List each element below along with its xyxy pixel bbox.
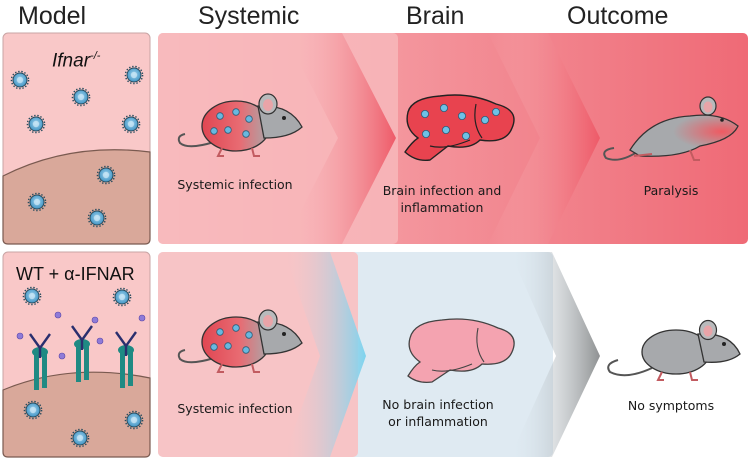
caption-systemic-row1: Systemic infection — [177, 177, 293, 192]
caption-outcome-row2: No symptoms — [627, 398, 715, 413]
header-outcome: Outcome — [567, 2, 669, 30]
caption-systemic-row2: Systemic infection — [177, 401, 293, 416]
header-brain: Brain — [406, 2, 465, 30]
arrow-brain-to-outcome-row2 — [510, 252, 600, 457]
infected-mouse-row1 — [177, 93, 303, 157]
caption-brain-row1: Brain infection and inflammation — [382, 183, 502, 215]
model-label-row1: Ifnar-/- — [52, 50, 101, 72]
arrow-systemic-to-brain-row1 — [284, 33, 396, 244]
paralyzed-mouse-row1 — [603, 96, 739, 161]
header-systemic: Systemic — [198, 2, 300, 30]
infected-brain-row1 — [404, 94, 515, 162]
ifnar-receptors-blocked — [29, 325, 137, 390]
header-model: Model — [18, 2, 87, 30]
caption-brain-row2: No brain infection or inflammation — [382, 397, 494, 429]
model-label-row2: WT + α-IFNAR — [16, 264, 135, 284]
healthy-brain-row2 — [407, 318, 515, 384]
free-antibody-dots — [16, 311, 146, 360]
healthy-mouse-row2 — [607, 319, 741, 381]
arrow-brain-to-outcome-row1 — [488, 33, 600, 244]
caption-outcome-row1: Paralysis — [643, 183, 699, 198]
infected-mouse-row2 — [177, 309, 303, 373]
arrow-systemic-to-brain-row2 — [284, 252, 366, 457]
